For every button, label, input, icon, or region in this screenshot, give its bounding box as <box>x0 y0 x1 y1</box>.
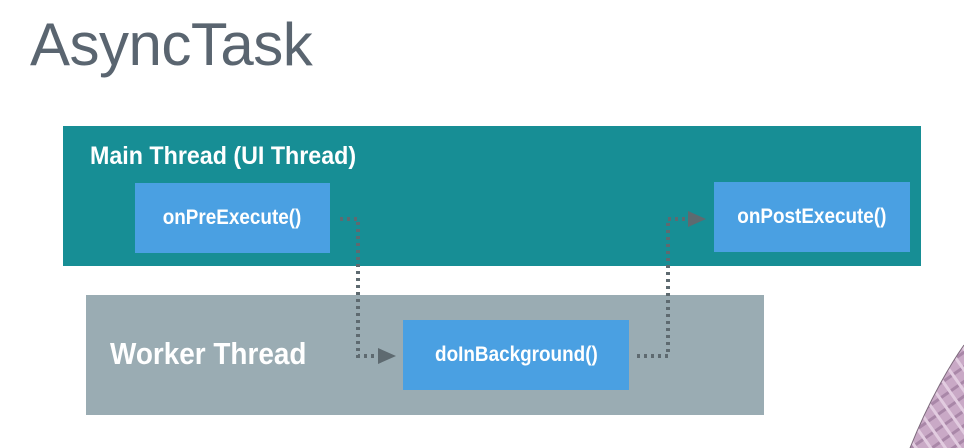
do-in-background-box: doInBackground() <box>403 320 629 390</box>
do-in-background-label: doInBackground() <box>434 343 598 366</box>
main-thread-label: Main Thread (UI Thread) <box>90 142 357 170</box>
worker-thread-label: Worker Thread <box>110 336 307 371</box>
on-pre-execute-box: onPreExecute() <box>135 183 330 253</box>
on-pre-execute-label: onPreExecute() <box>163 206 302 229</box>
slide-title: AsyncTask <box>30 11 313 78</box>
on-post-execute-box: onPostExecute() <box>714 182 910 252</box>
on-post-execute-label: onPostExecute() <box>737 205 887 228</box>
